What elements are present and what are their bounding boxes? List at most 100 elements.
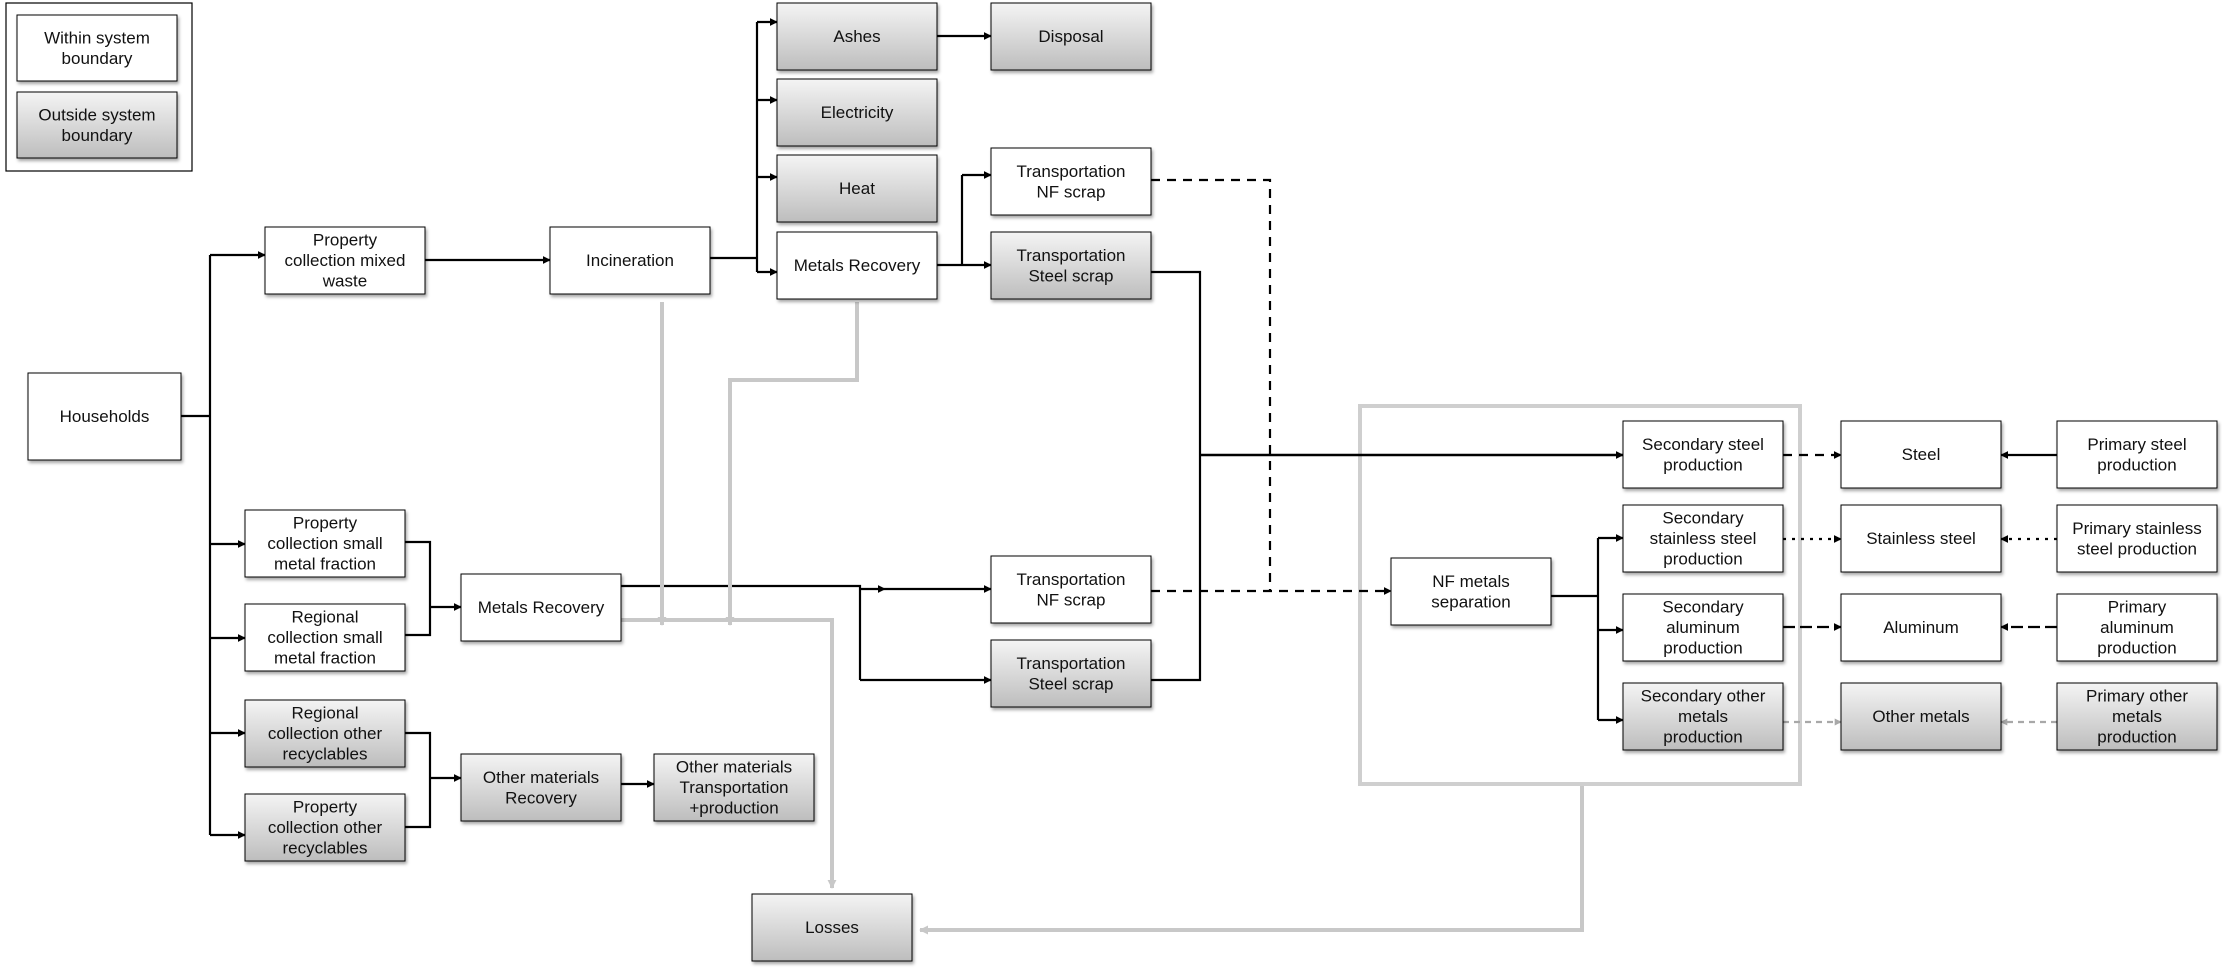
conn-other-recyclables-join <box>405 731 461 829</box>
node-label-line: Transportation <box>1017 162 1126 181</box>
node-label-line: Other materials <box>483 768 599 787</box>
node-label-line: Primary <box>2108 598 2167 617</box>
node-label-line: recyclables <box>282 745 367 764</box>
node-box <box>2056 420 2218 489</box>
node-box <box>1622 504 1784 573</box>
conn-small-fractions-join <box>405 540 461 637</box>
conn-incineration-trunk <box>710 22 759 272</box>
node-box <box>990 147 1152 216</box>
node-label-line: Metals Recovery <box>478 598 605 617</box>
node-label-line: NF scrap <box>1037 590 1106 609</box>
node-label-line: Ashes <box>833 27 880 46</box>
node-heat: Heat <box>776 154 938 223</box>
node-incineration: Incineration <box>549 226 711 295</box>
node-label-line: Property <box>293 514 358 533</box>
node-label-line: production <box>2097 455 2176 474</box>
node-stainless: Stainless steel <box>1840 504 2002 573</box>
node-label-line: Households <box>60 407 150 426</box>
node-label-line: Transportation <box>1017 570 1126 589</box>
node-label-line: Other materials <box>676 758 792 777</box>
node-label-line: Primary other <box>2086 687 2188 706</box>
node-label-line: Property <box>293 798 358 817</box>
node-label-line: boundary <box>62 126 133 145</box>
node-label-line: production <box>1663 550 1742 569</box>
node-box <box>244 603 406 672</box>
node-aluminum: Aluminum <box>1840 593 2002 662</box>
node-label-line: Regional <box>291 608 358 627</box>
node-box <box>1622 420 1784 489</box>
node-label-line: collection mixed <box>285 251 406 270</box>
node-label-line: Property <box>313 231 378 250</box>
node-box <box>1622 593 1784 662</box>
loss-flow-system-boundary <box>919 786 1584 935</box>
node-box <box>2056 593 2218 662</box>
node-label-line: Other metals <box>1872 707 1969 726</box>
node-label-line: Heat <box>839 179 875 198</box>
node-label-line: Stainless steel <box>1866 529 1976 548</box>
conn-trans-steel-top-down <box>1151 270 1202 455</box>
node-ashes: Ashes <box>776 2 938 71</box>
node-box <box>990 639 1152 708</box>
node-label-line: production <box>1663 728 1742 747</box>
conn-trans-steel-mid-up <box>1151 455 1202 682</box>
node-label-line: boundary <box>62 49 133 68</box>
node-box <box>776 2 938 71</box>
node-box <box>990 2 1152 71</box>
node-box <box>1840 504 2002 573</box>
node-box <box>776 231 938 300</box>
node-label-line: Electricity <box>821 103 894 122</box>
node-box <box>460 573 622 642</box>
node-label-line: +production <box>689 799 778 818</box>
node-box <box>264 226 426 295</box>
node-legend-inside: Within system boundary <box>16 14 178 82</box>
node-box <box>244 509 406 578</box>
node-label-line: Secondary steel <box>1642 435 1764 454</box>
node-label-line: Aluminum <box>1883 618 1959 637</box>
node-label-line: collection small <box>267 628 382 647</box>
node-label-line: aluminum <box>2100 618 2174 637</box>
node-label-line: Secondary other <box>1641 687 1766 706</box>
node-box <box>244 793 406 862</box>
node-label-line: Metals Recovery <box>794 256 921 275</box>
node-box <box>2056 682 2218 751</box>
conn-metals-rec-mid-out <box>621 584 862 680</box>
node-box <box>549 226 711 295</box>
node-metals-rec-top: Metals Recovery <box>776 231 938 300</box>
node-label-line: Within system <box>44 28 150 47</box>
node-box <box>16 14 178 82</box>
node-label-line: Transportation <box>680 778 789 797</box>
node-label-line: metal fraction <box>274 649 376 668</box>
node-label-line: production <box>1663 639 1742 658</box>
node-label-line: Primary stainless <box>2072 519 2201 538</box>
node-label-line: Transportation <box>1017 246 1126 265</box>
node-households: Households <box>27 372 182 461</box>
system-boundary-frame <box>1358 404 1802 786</box>
node-steel: Steel <box>1840 420 2002 489</box>
node-label-line: separation <box>1431 592 1510 611</box>
node-box <box>1840 420 2002 489</box>
node-box <box>1622 682 1784 751</box>
node-label-line: Regional <box>291 704 358 723</box>
node-box <box>460 753 622 822</box>
loss-flow-metals-rec-top <box>725 302 859 626</box>
node-metals-rec-mid: Metals Recovery <box>460 573 622 642</box>
node-disposal: Disposal <box>990 2 1152 71</box>
node-label-line: Disposal <box>1038 27 1103 46</box>
conn-trans-nf-top-nf-sep <box>1151 178 1272 591</box>
node-label-line: collection other <box>268 724 383 743</box>
node-label-line: metals <box>2112 707 2162 726</box>
node-box <box>1840 682 2002 751</box>
node-label-line: Secondary <box>1662 598 1744 617</box>
node-label-line: NF scrap <box>1037 182 1106 201</box>
node-label-line: Steel scrap <box>1028 266 1113 285</box>
